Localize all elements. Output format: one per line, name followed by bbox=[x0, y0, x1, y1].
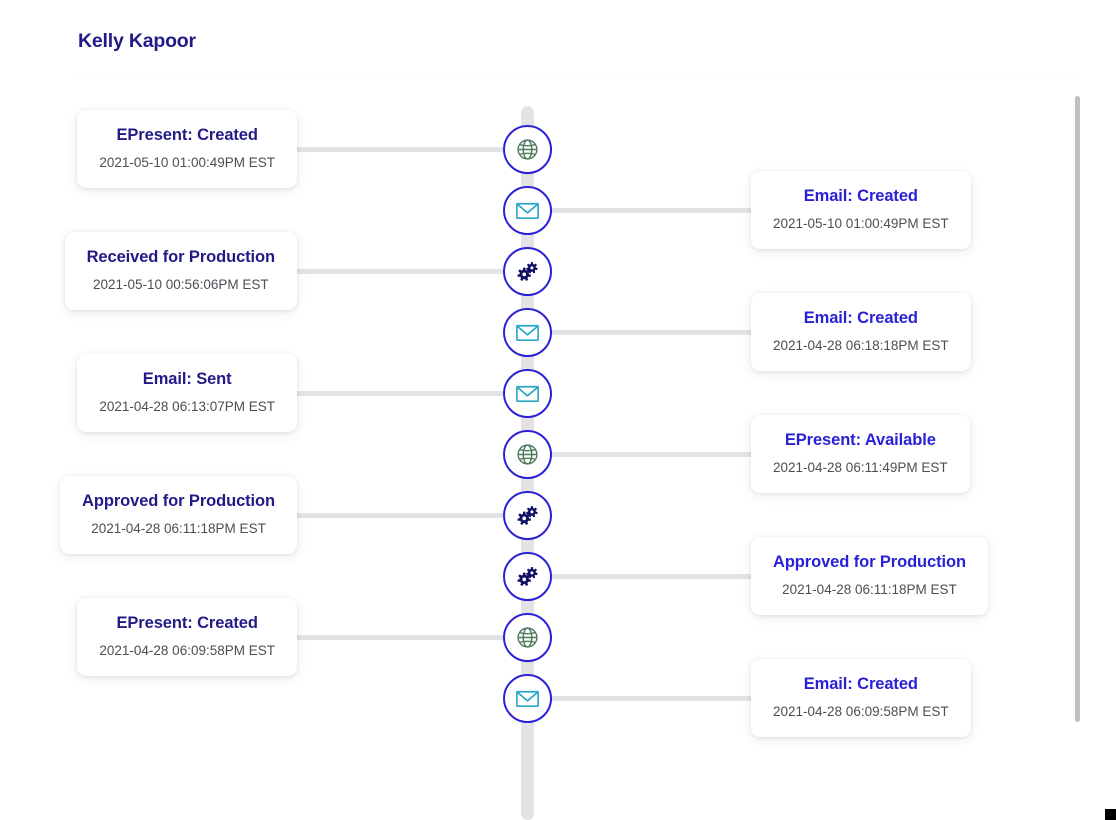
timeline-node[interactable] bbox=[503, 552, 552, 601]
timeline-event-card[interactable]: Approved for Production 2021-04-28 06:11:… bbox=[60, 476, 297, 554]
event-timestamp: 2021-05-10 00:56:06PM EST bbox=[92, 276, 269, 292]
timeline-event-card[interactable]: Received for Production 2021-05-10 00:56:… bbox=[64, 232, 297, 310]
timeline-connector bbox=[551, 573, 751, 579]
timeline-node[interactable] bbox=[503, 247, 552, 296]
timeline-node[interactable] bbox=[503, 430, 552, 479]
timeline-event-card[interactable]: EPresent: Available 2021-04-28 06:11:49PM… bbox=[751, 415, 970, 493]
header-divider bbox=[74, 72, 1078, 73]
globe-icon bbox=[515, 625, 540, 650]
event-timestamp: 2021-05-10 01:00:49PM EST bbox=[773, 215, 949, 231]
timeline-event-card[interactable]: EPresent: Created 2021-04-28 06:09:58PM E… bbox=[77, 598, 297, 676]
event-timestamp: 2021-04-28 06:11:18PM EST bbox=[782, 581, 957, 597]
timeline-node[interactable] bbox=[503, 186, 552, 235]
timeline-node[interactable] bbox=[503, 308, 552, 357]
event-timestamp: 2021-04-28 06:09:58PM EST bbox=[99, 642, 275, 658]
timeline-connector bbox=[297, 390, 505, 396]
timeline-connector bbox=[551, 329, 751, 335]
event-title: Email: Created bbox=[803, 187, 918, 205]
timeline-event-card[interactable]: Approved for Production 2021-04-28 06:11:… bbox=[751, 537, 988, 615]
event-timestamp: 2021-04-28 06:11:18PM EST bbox=[91, 520, 266, 536]
timeline-event-card[interactable]: Email: Created 2021-04-28 06:09:58PM EST bbox=[751, 659, 971, 737]
event-title: Approved for Production bbox=[82, 492, 275, 510]
timeline-event-card[interactable]: Email: Sent 2021-04-28 06:13:07PM EST bbox=[77, 354, 297, 432]
event-title: EPresent: Available bbox=[784, 431, 936, 449]
envelope-icon bbox=[514, 380, 541, 407]
event-title: Email: Created bbox=[803, 675, 918, 693]
globe-icon bbox=[515, 442, 540, 467]
envelope-icon bbox=[514, 319, 541, 346]
timeline-connector bbox=[297, 146, 505, 152]
event-timestamp: 2021-04-28 06:09:58PM EST bbox=[773, 703, 949, 719]
envelope-icon bbox=[514, 685, 541, 712]
scrollbar-thumb[interactable] bbox=[1074, 96, 1080, 722]
timeline-connector bbox=[551, 207, 751, 213]
timeline-node[interactable] bbox=[503, 369, 552, 418]
page-header: Kelly Kapoor bbox=[0, 0, 1116, 73]
event-timestamp: 2021-04-28 06:11:49PM EST bbox=[773, 459, 948, 475]
vertical-scrollbar[interactable] bbox=[1073, 96, 1081, 722]
event-title: Email: Created bbox=[803, 309, 918, 327]
timeline-connector bbox=[551, 695, 751, 701]
event-title: Email: Sent bbox=[142, 370, 232, 388]
event-title: Approved for Production bbox=[773, 553, 966, 571]
envelope-icon bbox=[514, 197, 541, 224]
timeline-event-card[interactable]: EPresent: Created 2021-05-10 01:00:49PM E… bbox=[77, 110, 297, 188]
event-timestamp: 2021-05-10 01:00:49PM EST bbox=[99, 154, 275, 170]
timeline-node[interactable] bbox=[503, 125, 552, 174]
timeline-container: EPresent: Created 2021-05-10 01:00:49PM E… bbox=[0, 73, 1116, 820]
gears-icon bbox=[514, 258, 541, 285]
timeline-node[interactable] bbox=[503, 491, 552, 540]
gears-icon bbox=[514, 502, 541, 529]
timeline-connector bbox=[551, 451, 751, 457]
timeline-connector bbox=[297, 634, 505, 640]
timeline-event-card[interactable]: Email: Created 2021-05-10 01:00:49PM EST bbox=[751, 171, 971, 249]
timeline-node[interactable] bbox=[503, 613, 552, 662]
timeline-connector bbox=[297, 268, 505, 274]
event-timestamp: 2021-04-28 06:13:07PM EST bbox=[99, 398, 275, 414]
page-title: Kelly Kapoor bbox=[78, 30, 196, 52]
event-title: EPresent: Created bbox=[116, 614, 258, 632]
event-timestamp: 2021-04-28 06:18:18PM EST bbox=[773, 337, 949, 353]
globe-icon bbox=[515, 137, 540, 162]
event-title: EPresent: Created bbox=[116, 126, 258, 144]
gears-icon bbox=[514, 563, 541, 590]
event-title: Received for Production bbox=[86, 248, 276, 266]
timeline-node[interactable] bbox=[503, 674, 552, 723]
timeline-event-card[interactable]: Email: Created 2021-04-28 06:18:18PM EST bbox=[751, 293, 971, 371]
corner-marker bbox=[1105, 809, 1116, 820]
timeline-connector bbox=[297, 512, 505, 518]
